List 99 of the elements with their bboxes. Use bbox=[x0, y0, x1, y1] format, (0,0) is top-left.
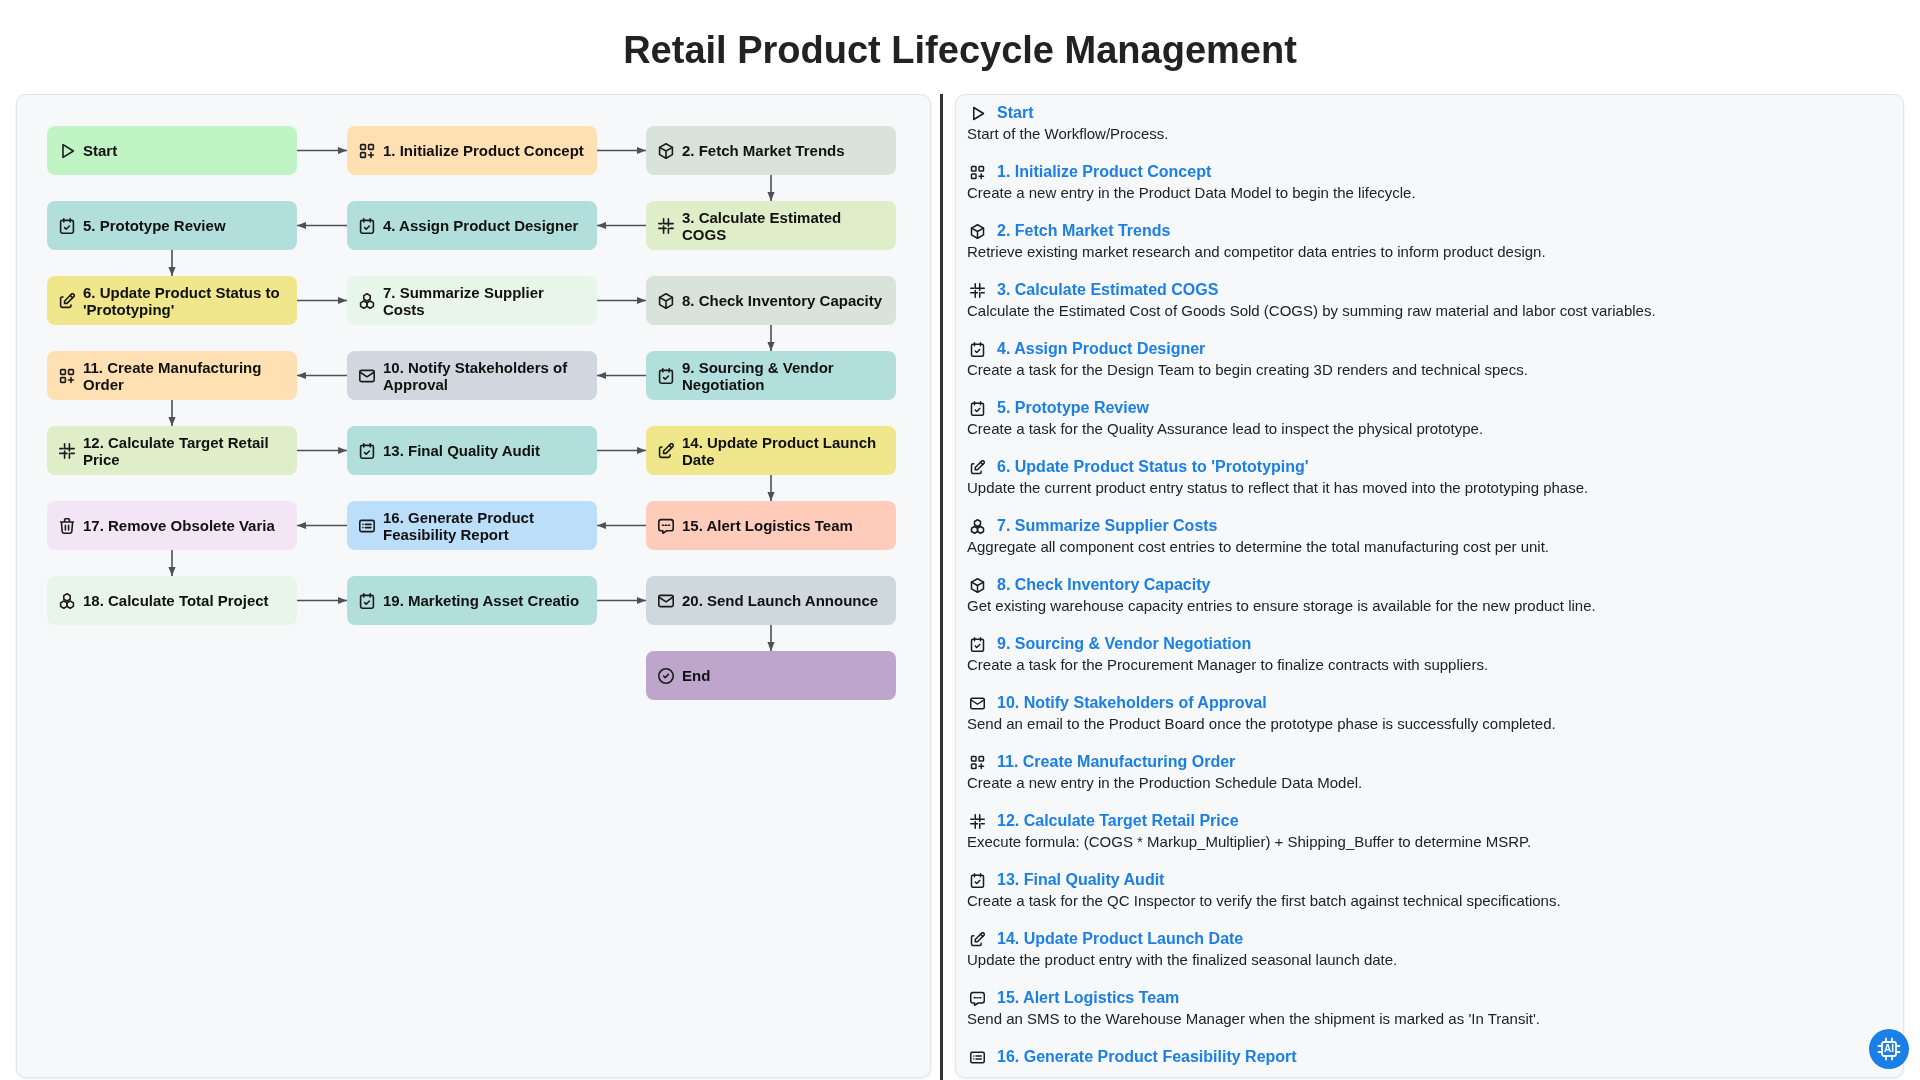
step-link: 14. Update Product Launch Date bbox=[997, 929, 1244, 949]
node-label: 1. Initialize Product Concept bbox=[383, 142, 584, 159]
node-label: 20. Send Launch Announce bbox=[682, 592, 879, 609]
process-box bbox=[347, 276, 597, 325]
node-label: 4. Assign Product Designer bbox=[383, 217, 579, 234]
arrow bbox=[596, 521, 647, 530]
arrow bbox=[767, 624, 775, 652]
arrow bbox=[596, 296, 647, 305]
node-label: 11. Create Manufacturing Order bbox=[83, 358, 263, 393]
step-link: 6. Update Product Status to 'Prototyping' bbox=[997, 457, 1309, 477]
process-box bbox=[646, 276, 896, 325]
arrow bbox=[596, 146, 647, 155]
step-link: 13. Final Quality Audit bbox=[997, 870, 1165, 890]
arrow bbox=[296, 446, 348, 455]
node-label: End bbox=[682, 667, 711, 684]
step-description: Create a new entry in the Product Data Model to begin the lifecycle. bbox=[967, 183, 1416, 202]
process-box bbox=[47, 201, 297, 250]
process-box bbox=[347, 576, 597, 625]
node-label: Start bbox=[83, 142, 118, 159]
step-description: Execute formula: (COGS * Markup_Multiplier) + Shipping_Buffer to determine MSRP. bbox=[967, 832, 1532, 851]
step-link: 15. Alert Logistics Team bbox=[997, 988, 1180, 1008]
arrow bbox=[296, 596, 348, 605]
step-link: 5. Prototype Review bbox=[997, 398, 1150, 418]
step-description: Start of the Workflow/Process. bbox=[967, 124, 1169, 143]
process-box bbox=[646, 501, 896, 550]
node-label: 18. Calculate Total Project bbox=[83, 592, 269, 609]
process-box bbox=[646, 201, 896, 250]
node-label: 17. Remove Obsolete Varia bbox=[83, 517, 275, 534]
node-label: 12. Calculate Target Retail Price bbox=[83, 433, 270, 468]
arrow bbox=[296, 371, 348, 380]
node-label: 6. Update Product Status to 'Prototyping' bbox=[83, 283, 281, 318]
node-label: 19. Marketing Asset Creatio bbox=[383, 592, 580, 609]
arrow bbox=[767, 174, 775, 202]
arrow bbox=[168, 249, 176, 277]
arrow bbox=[168, 399, 176, 427]
step-link: 12. Calculate Target Retail Price bbox=[997, 811, 1239, 831]
process-box bbox=[347, 426, 597, 475]
start-box bbox=[47, 126, 297, 175]
arrow bbox=[596, 446, 647, 455]
end-box bbox=[646, 651, 896, 700]
arrow bbox=[596, 221, 647, 230]
node-label: 5. Prototype Review bbox=[83, 217, 226, 234]
process-box bbox=[347, 201, 597, 250]
process-box bbox=[347, 501, 597, 550]
step-link: Start bbox=[997, 103, 1034, 123]
step-description: Update the current product entry status to reflect that it has moved into the prototyping phase. bbox=[967, 478, 1589, 497]
node-label: 3. Calculate Estimated COGS bbox=[682, 208, 843, 243]
step-link: 1. Initialize Product Concept bbox=[997, 162, 1212, 182]
arrow bbox=[296, 146, 348, 155]
arrow bbox=[296, 521, 348, 530]
process-box bbox=[646, 576, 896, 625]
step-link: 9. Sourcing & Vendor Negotiation bbox=[997, 634, 1252, 654]
step-description: Get existing warehouse capacity entries to ensure storage is available for the new product line. bbox=[967, 596, 1596, 615]
step-description: Send an SMS to the Warehouse Manager when the shipment is marked as 'In Transit'. bbox=[967, 1009, 1540, 1028]
node-label: 7. Summarize Supplier Costs bbox=[383, 283, 545, 318]
step-link: 8. Check Inventory Capacity bbox=[997, 575, 1211, 595]
process-box bbox=[646, 426, 896, 475]
step-link: 11. Create Manufacturing Order bbox=[997, 752, 1236, 772]
step-description: Send an email to the Product Board once the prototype phase is successfully completed. bbox=[967, 714, 1556, 733]
arrow bbox=[168, 549, 176, 577]
step-description: Create a task for the QC Inspector to verify the first batch against technical specifications. bbox=[967, 891, 1561, 910]
step-description: Update the product entry with the finalized seasonal launch date. bbox=[967, 950, 1398, 969]
process-box bbox=[646, 126, 896, 175]
node-label: 9. Sourcing & Vendor Negotiation bbox=[682, 358, 835, 393]
node-label: 10. Notify Stakeholders of Approval bbox=[383, 358, 569, 393]
step-link: 4. Assign Product Designer bbox=[997, 339, 1206, 359]
node-label: 15. Alert Logistics Team bbox=[682, 517, 853, 534]
step-description: Calculate the Estimated Cost of Goods Sold (COGS) by summing raw material and labor cost variables. bbox=[967, 301, 1656, 320]
node-label: 13. Final Quality Audit bbox=[383, 442, 540, 459]
process-box bbox=[47, 276, 297, 325]
step-description: Create a task for the Quality Assurance lead to inspect the physical prototype. bbox=[967, 419, 1484, 438]
process-box bbox=[347, 351, 597, 400]
step-description: Create a task for the Design Team to begin creating 3D renders and technical specs. bbox=[967, 360, 1528, 379]
node-label: 8. Check Inventory Capacity bbox=[682, 292, 883, 309]
process-box bbox=[47, 426, 297, 475]
arrow bbox=[296, 296, 348, 305]
arrow bbox=[767, 474, 775, 502]
arrow bbox=[596, 371, 647, 380]
node-label: 2. Fetch Market Trends bbox=[682, 142, 845, 159]
step-link: 7. Summarize Supplier Costs bbox=[997, 516, 1218, 536]
node-label: 14. Update Product Launch Date bbox=[682, 433, 878, 468]
step-link: 16. Generate Product Feasibility Report bbox=[997, 1047, 1297, 1067]
process-box bbox=[47, 501, 297, 550]
arrow bbox=[596, 596, 647, 605]
step-link: 10. Notify Stakeholders of Approval bbox=[997, 693, 1267, 713]
step-description: Create a task for the Procurement Manager to finalize contracts with suppliers. bbox=[967, 655, 1489, 674]
process-box bbox=[646, 351, 896, 400]
step-link: 3. Calculate Estimated COGS bbox=[997, 280, 1219, 300]
step-link: 2. Fetch Market Trends bbox=[997, 221, 1171, 241]
process-box bbox=[347, 126, 597, 175]
node-label: 16. Generate Product Feasibility Report bbox=[383, 508, 535, 543]
step-description: Aggregate all component cost entries to determine the total manufacturing cost per unit. bbox=[967, 537, 1549, 556]
process-box bbox=[47, 576, 297, 625]
step-description: Create a new entry in the Production Schedule Data Model. bbox=[967, 773, 1363, 792]
page-title: Retail Product Lifecycle Management bbox=[623, 28, 1297, 73]
process-box bbox=[47, 351, 297, 400]
arrow bbox=[767, 324, 775, 352]
step-description: Retrieve existing market research and competitor data entries to inform product design. bbox=[967, 242, 1546, 261]
arrow bbox=[296, 221, 348, 230]
